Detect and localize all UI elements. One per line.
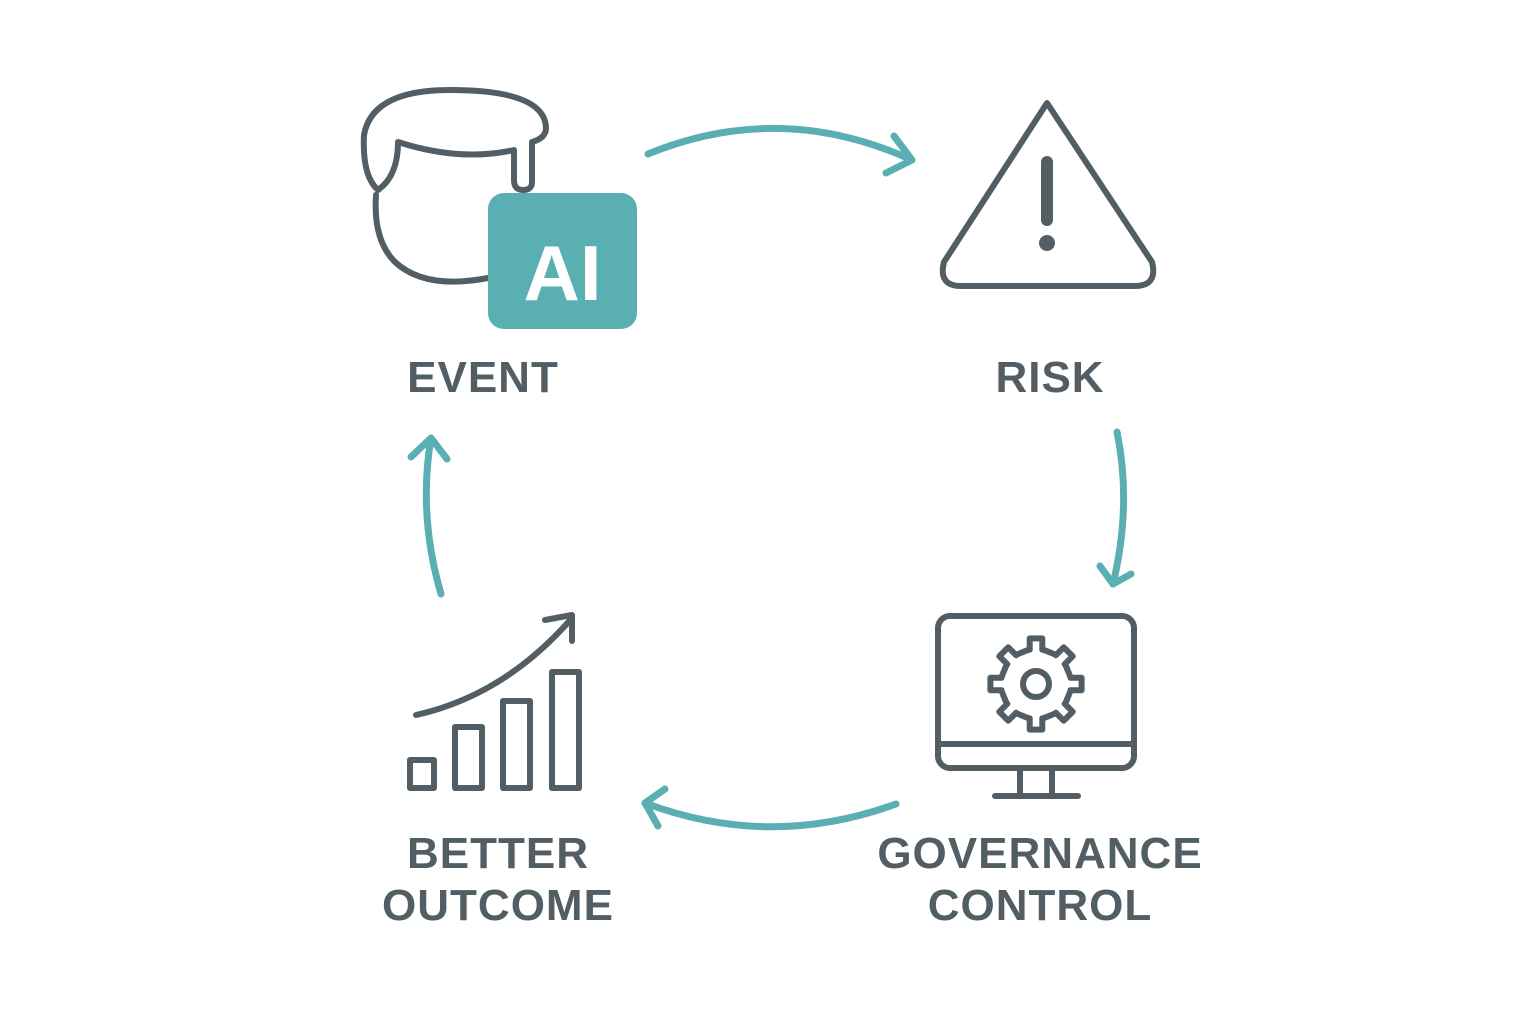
governance-control-label-line1: GOVERNANCE xyxy=(877,829,1203,878)
gear-hub xyxy=(1020,668,1052,700)
governance-control-label: GOVERNANCE CONTROL xyxy=(860,828,1220,932)
arrow-event-to-risk xyxy=(644,124,916,177)
event-label: EVENT xyxy=(383,352,583,404)
risk-label: RISK xyxy=(950,352,1150,404)
person-with-ai-badge-icon: AI xyxy=(360,87,637,329)
governance-control-label-line2: CONTROL xyxy=(927,881,1153,930)
better-outcome-label-line1: BETTER xyxy=(407,829,589,878)
gear-outline xyxy=(987,635,1085,733)
arrow-outcome-to-event xyxy=(407,434,451,598)
warning-triangle-icon xyxy=(939,100,1157,289)
better-outcome-label-line2: OUTCOME xyxy=(382,881,614,930)
risk-label-text: RISK xyxy=(995,353,1105,402)
growth-bar-chart-icon xyxy=(407,612,582,791)
event-label-text: EVENT xyxy=(407,353,559,402)
gear-icon xyxy=(987,635,1085,733)
monitor-gear-icon xyxy=(935,613,1137,799)
arrow-governance-to-outcome xyxy=(641,785,900,831)
ai-badge-text: AI xyxy=(524,229,602,317)
better-outcome-label: BETTER OUTCOME xyxy=(348,828,648,932)
arrow-risk-to-governance xyxy=(1096,428,1135,588)
